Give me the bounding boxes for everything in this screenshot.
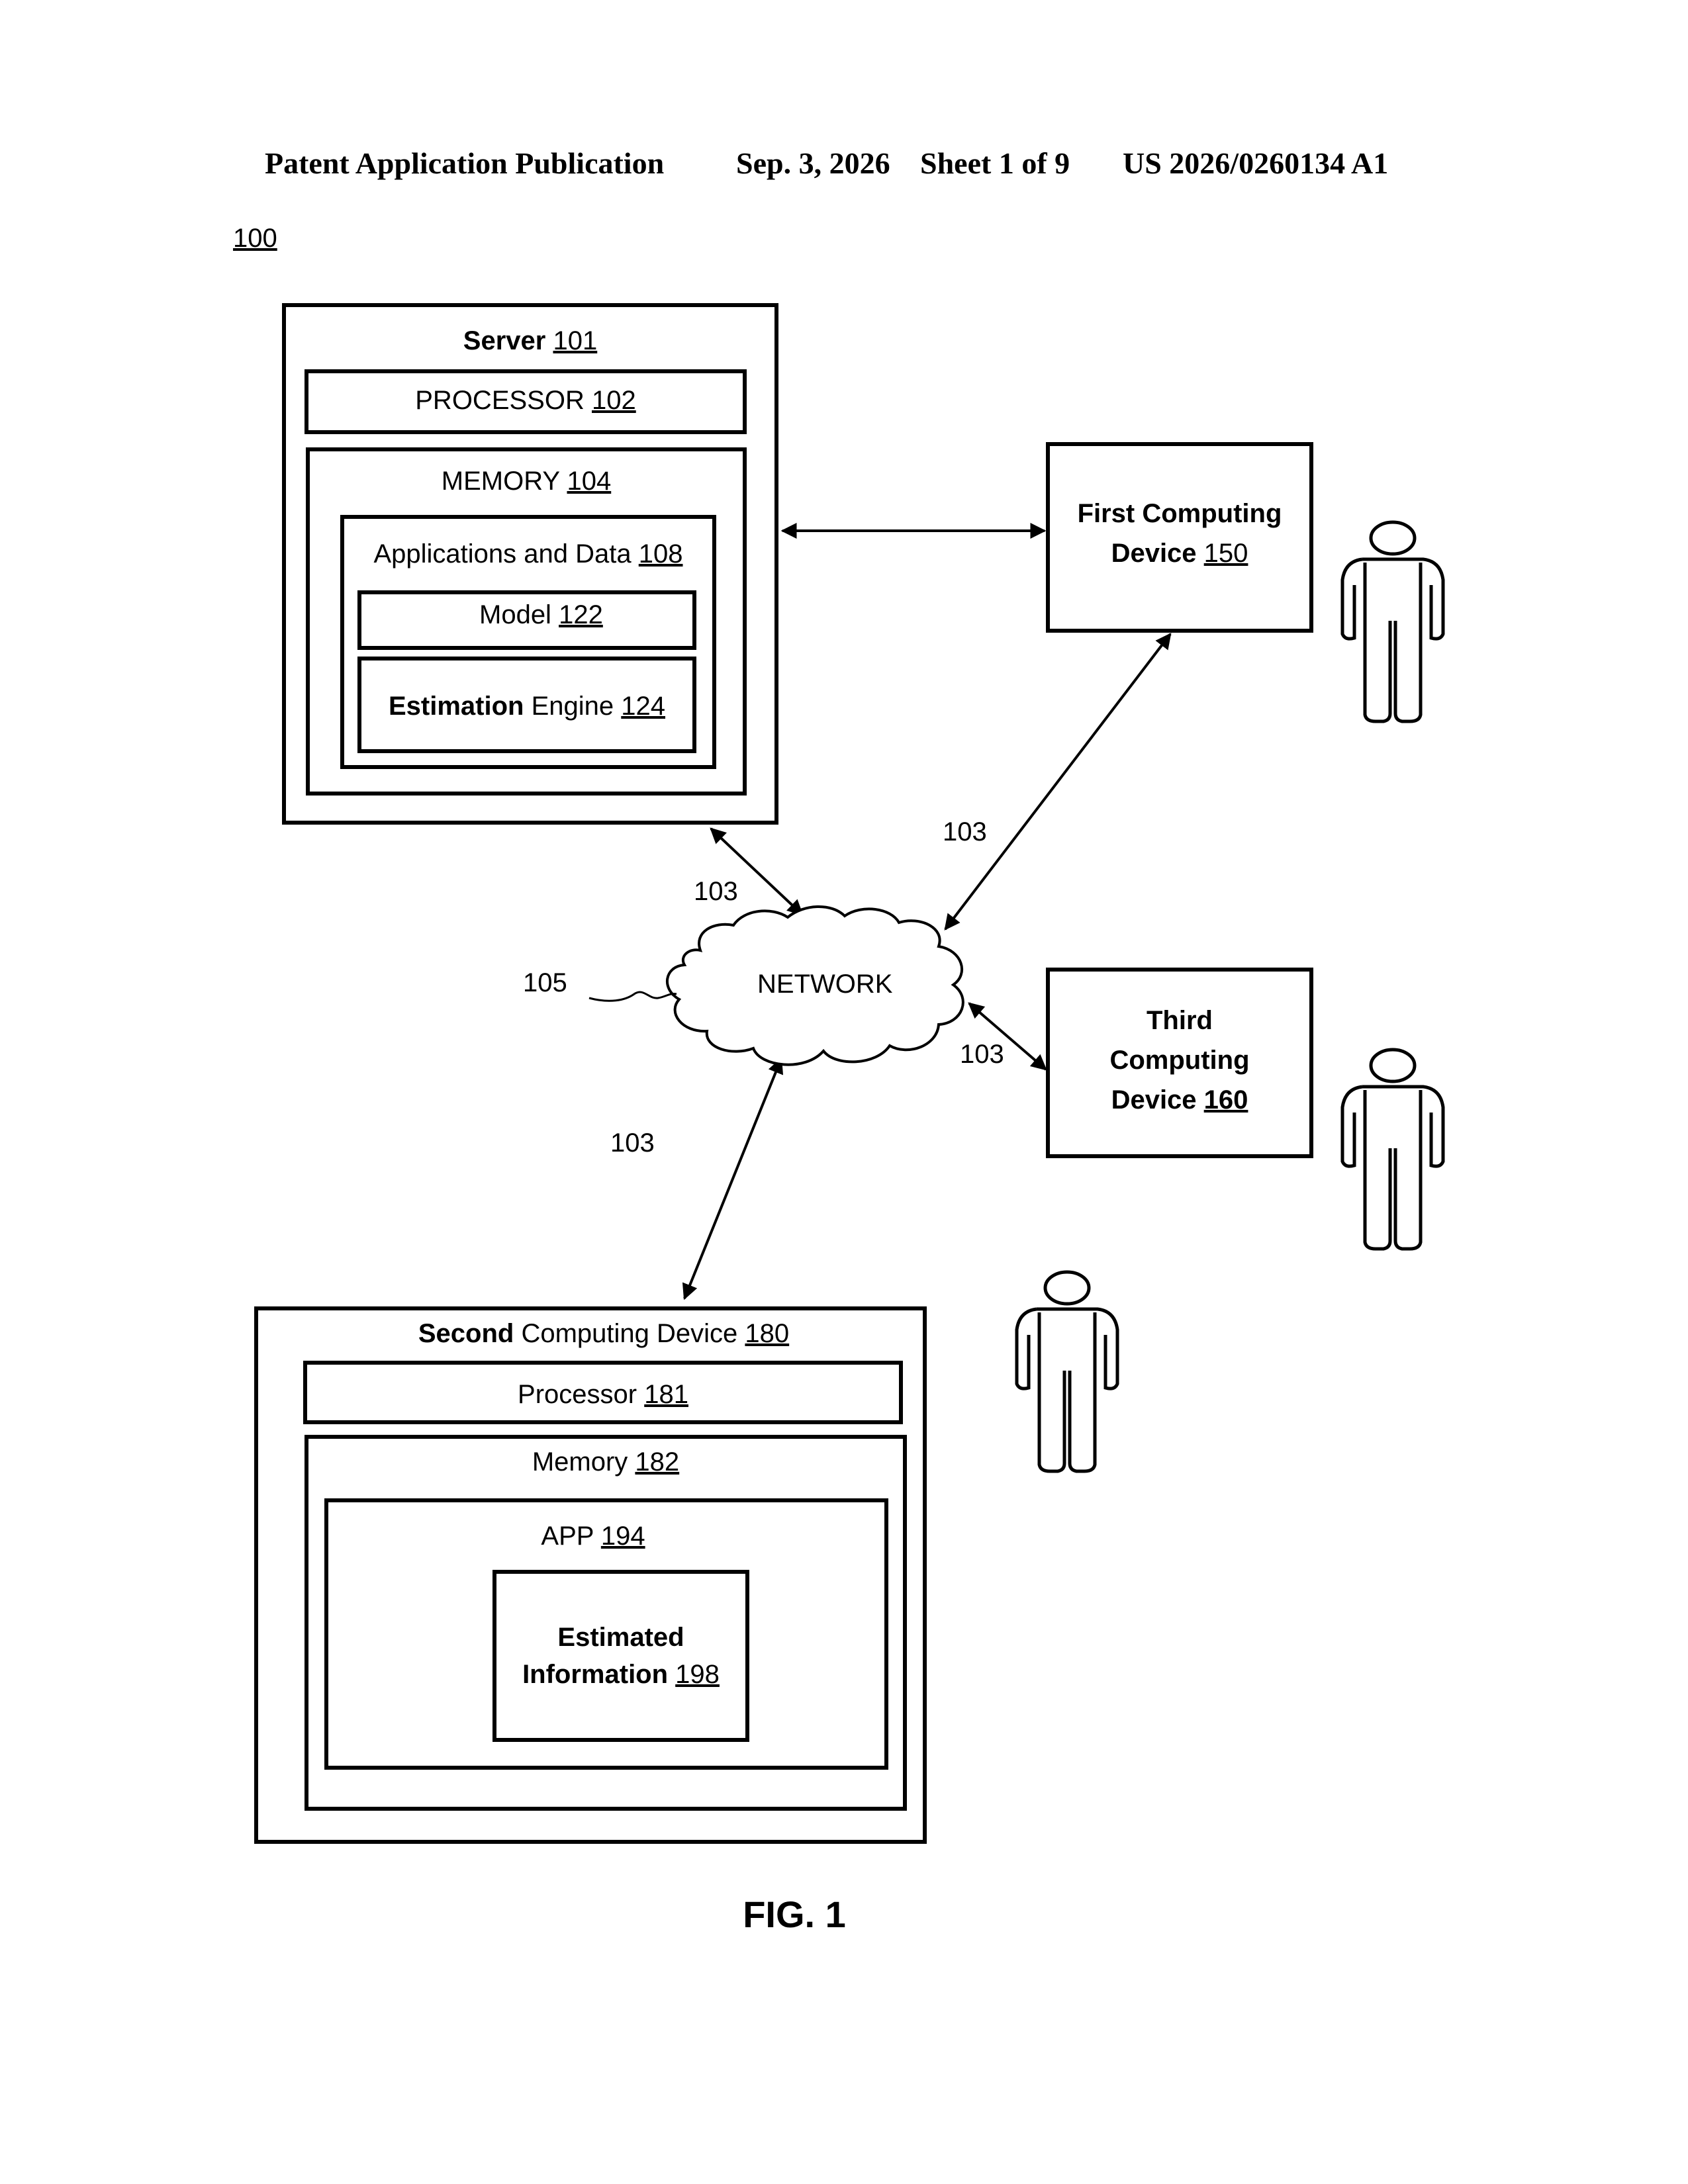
link-ref-server-network: 103 bbox=[694, 875, 738, 908]
memory-label-text: MEMORY bbox=[442, 467, 560, 496]
estimation-engine-label-text: Engine bbox=[532, 692, 614, 721]
second-memory-label: Memory 182 bbox=[305, 1445, 907, 1479]
second-device-title: Computing Device bbox=[521, 1319, 737, 1348]
third-device-line3: Device bbox=[1111, 1085, 1197, 1115]
second-device-ref: 180 bbox=[745, 1319, 789, 1348]
second-processor-label: Processor 181 bbox=[303, 1378, 903, 1411]
applications-data-label: Applications and Data 108 bbox=[340, 537, 716, 570]
memory-label: MEMORY 104 bbox=[306, 465, 747, 498]
first-device-line2: Device bbox=[1111, 539, 1197, 568]
second-processor-label-text: Processor bbox=[518, 1380, 637, 1409]
link-first-device-network bbox=[945, 634, 1170, 929]
link-ref-network-second-device: 103 bbox=[610, 1126, 655, 1160]
server-ref: 101 bbox=[553, 326, 597, 355]
estimated-info-line2-wrap: Information 198 bbox=[492, 1656, 749, 1693]
figure-caption: FIG. 1 bbox=[662, 1893, 927, 1936]
processor-label-text: PROCESSOR bbox=[415, 386, 585, 415]
memory-ref: 104 bbox=[567, 467, 611, 496]
user-icon bbox=[1342, 522, 1443, 721]
second-computing-device-label: Second Computing Device 180 bbox=[254, 1317, 927, 1350]
app-ref: 194 bbox=[601, 1522, 645, 1551]
first-computing-device-label: First Computing Device 150 bbox=[1046, 494, 1313, 573]
link-ref-first-device-network: 103 bbox=[943, 815, 987, 848]
second-memory-ref: 182 bbox=[635, 1447, 679, 1477]
second-processor-ref: 181 bbox=[644, 1380, 688, 1409]
server-title: Server 101 bbox=[282, 324, 778, 357]
estimated-info-ref: 198 bbox=[675, 1660, 720, 1689]
estimated-info-line1: Estimated bbox=[492, 1619, 749, 1656]
second-device-title-bold: Second bbox=[418, 1319, 514, 1348]
third-device-line2: Computing bbox=[1046, 1040, 1313, 1080]
second-memory-label-text: Memory bbox=[532, 1447, 628, 1477]
applications-data-ref: 108 bbox=[639, 539, 683, 569]
processor-ref: 102 bbox=[592, 386, 636, 415]
applications-data-label-text: Applications and Data bbox=[373, 539, 631, 569]
link-network-second-device bbox=[684, 1059, 781, 1298]
estimation-engine-label: Estimation Engine 124 bbox=[357, 690, 696, 723]
network-label: NETWORK bbox=[757, 968, 892, 1001]
model-label: Model 122 bbox=[357, 598, 857, 631]
processor-label: PROCESSOR 102 bbox=[305, 384, 747, 417]
third-computing-device-label: Third Computing Device 160 bbox=[1046, 1001, 1313, 1120]
estimated-info-line2: Information bbox=[522, 1660, 668, 1689]
first-device-line1: First Computing bbox=[1046, 494, 1313, 533]
first-device-line2-wrap: Device 150 bbox=[1046, 533, 1313, 573]
third-device-line1: Third bbox=[1046, 1001, 1313, 1040]
estimated-information-label: Estimated Information 198 bbox=[492, 1619, 749, 1693]
app-label: APP 194 bbox=[324, 1520, 888, 1553]
third-device-line3-wrap: Device 160 bbox=[1046, 1080, 1313, 1120]
user-icon bbox=[1342, 1050, 1443, 1249]
link-ref-network-third-device: 103 bbox=[960, 1038, 1004, 1071]
estimation-engine-ref: 124 bbox=[621, 692, 665, 721]
app-label-text: APP bbox=[541, 1522, 593, 1551]
model-label-text: Model bbox=[479, 600, 551, 629]
server-title-text: Server bbox=[463, 326, 546, 355]
network-reference-lead bbox=[589, 992, 677, 1001]
network-ref: 105 bbox=[523, 966, 567, 999]
user-icon bbox=[1017, 1272, 1117, 1471]
first-device-ref: 150 bbox=[1204, 539, 1248, 568]
estimation-engine-label-bold: Estimation bbox=[389, 692, 524, 721]
third-device-ref: 160 bbox=[1204, 1085, 1248, 1115]
model-ref: 122 bbox=[559, 600, 603, 629]
